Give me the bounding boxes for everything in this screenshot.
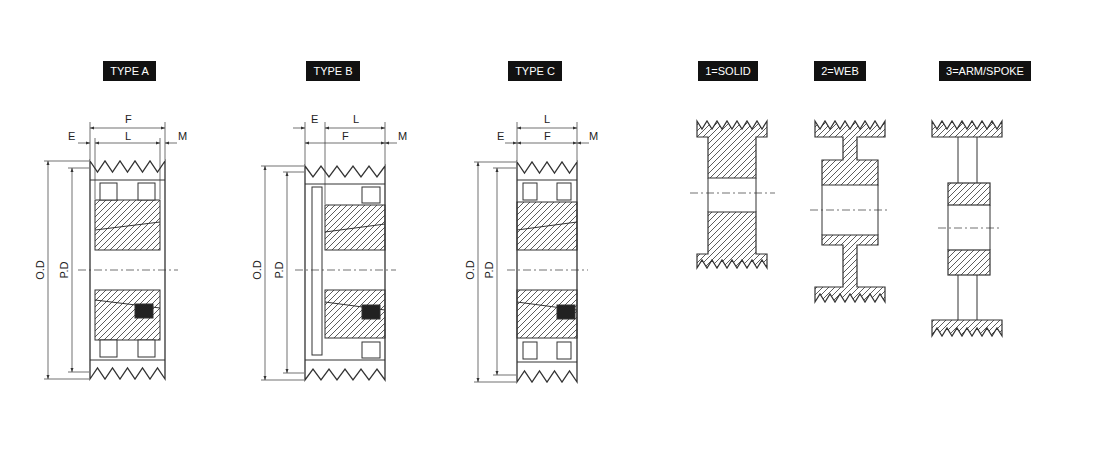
dimension-label: P.D — [483, 261, 495, 280]
dimension-label: F — [124, 113, 133, 125]
dimension-label: M — [588, 130, 599, 142]
dimension-label: O.D — [464, 259, 476, 281]
dimension-label: O.D — [34, 259, 46, 281]
dimension-label: F — [341, 130, 350, 142]
type-banner: TYPE B — [306, 61, 360, 81]
banner-text: 2=WEB — [821, 62, 859, 80]
dimension-label: O.D — [251, 259, 263, 281]
type-banner: 3=ARM/SPOKE — [939, 61, 1031, 81]
banner-text: TYPE B — [313, 62, 352, 80]
dimension-label: E — [67, 130, 76, 142]
banner-text: TYPE A — [110, 62, 149, 80]
dimension-label: E — [496, 130, 505, 142]
dimension-label: L — [124, 130, 132, 142]
dimension-label: M — [397, 130, 408, 142]
type-banner: 1=SOLID — [698, 61, 758, 81]
dimension-label: E — [310, 113, 319, 125]
dimension-label: M — [177, 130, 188, 142]
dimension-label: F — [543, 130, 552, 142]
type-banner: 2=WEB — [814, 61, 866, 81]
dimension-label: L — [543, 113, 551, 125]
dimension-label: P.D — [273, 261, 285, 280]
banner-text: 3=ARM/SPOKE — [946, 62, 1024, 80]
banner-text: TYPE C — [515, 62, 555, 80]
type-banner: TYPE A — [103, 61, 156, 81]
type-banner: TYPE C — [508, 61, 562, 81]
dimension-label: L — [352, 113, 360, 125]
dimension-label: P.D — [58, 261, 70, 280]
banner-text: 1=SOLID — [705, 62, 751, 80]
